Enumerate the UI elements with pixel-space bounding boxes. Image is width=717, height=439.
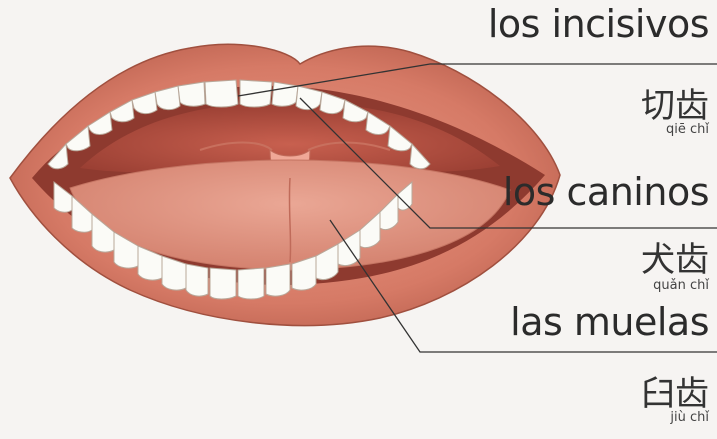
label-canines-zh: 犬齿 xyxy=(641,232,709,281)
label-incisors-zh: 切齿 xyxy=(641,78,709,127)
label-incisors-pinyin: qiē chǐ xyxy=(666,122,709,137)
label-canines-es: los caninos xyxy=(503,170,709,214)
label-incisors-es: los incisivos xyxy=(488,2,709,46)
label-canines-pinyin: quǎn chǐ xyxy=(653,278,709,293)
label-molars-zh: 臼齿 xyxy=(641,366,709,415)
label-molars-es: las muelas xyxy=(510,300,709,344)
label-molars-pinyin: jiù chǐ xyxy=(670,410,709,425)
lower-incisor-1 xyxy=(210,268,236,299)
upper-incisor-left xyxy=(205,80,238,107)
lower-incisor-2 xyxy=(238,268,264,299)
